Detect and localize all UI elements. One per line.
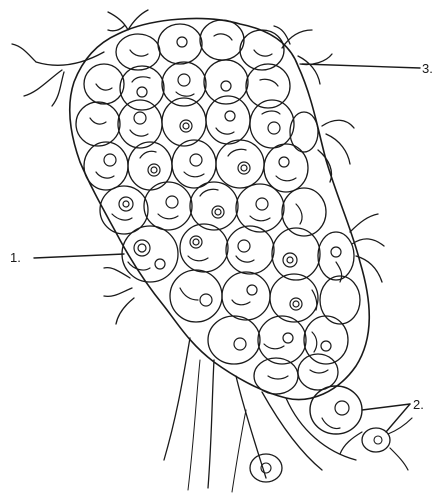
process-left [104, 268, 134, 324]
leader-line-2a [362, 404, 410, 410]
label-one: 1. [10, 251, 21, 264]
leader-line-3 [302, 64, 420, 68]
process-top [108, 10, 148, 31]
cell-row-7 [170, 270, 360, 324]
label-three: 3. [422, 62, 433, 75]
cell-row-8 [208, 316, 348, 364]
leader-line-1 [34, 254, 124, 258]
free-cell-large [310, 386, 362, 434]
free-cell-small-nucleus [374, 436, 382, 444]
leader-line-2b [386, 404, 410, 432]
stalk [164, 338, 356, 488]
free-cell-large-vacuole [322, 418, 340, 429]
process-right [350, 214, 384, 282]
free-cell-large-nucleus [335, 401, 349, 415]
cell-row-1 [116, 20, 284, 70]
label-two: 2. [413, 398, 424, 411]
